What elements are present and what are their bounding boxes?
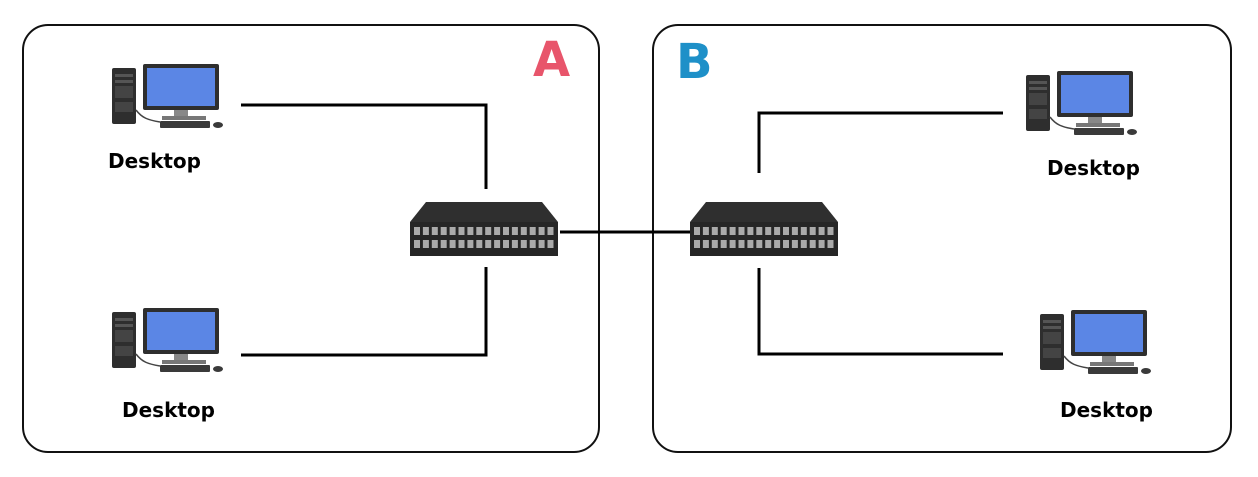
switch-port bbox=[520, 227, 527, 235]
switch-port bbox=[458, 227, 465, 235]
switch-port bbox=[503, 240, 509, 248]
switch-port bbox=[783, 240, 789, 248]
switch-port bbox=[729, 227, 736, 235]
switch-port bbox=[422, 227, 429, 235]
switch-port bbox=[431, 240, 438, 248]
switch-port bbox=[458, 240, 465, 248]
switch-port bbox=[440, 227, 447, 235]
link-a-bottom bbox=[241, 267, 488, 357]
switch-port bbox=[800, 227, 807, 235]
switch-port bbox=[694, 227, 700, 235]
switch-port bbox=[791, 240, 798, 248]
switch-port bbox=[494, 227, 501, 235]
switch-port bbox=[538, 227, 545, 235]
switch-port bbox=[440, 240, 447, 248]
switch-port bbox=[449, 227, 456, 235]
switch-port bbox=[729, 240, 736, 248]
switch-port bbox=[809, 240, 816, 248]
switch-port bbox=[494, 240, 501, 248]
desktop-computer-icon bbox=[1040, 310, 1151, 374]
switch-port bbox=[783, 227, 789, 235]
switch-port bbox=[774, 227, 781, 235]
switch-port bbox=[520, 240, 527, 248]
switch-port bbox=[747, 227, 754, 235]
switch-port bbox=[818, 240, 825, 248]
switch-port bbox=[720, 227, 727, 235]
network-switch-icon bbox=[690, 202, 838, 256]
switch-port bbox=[756, 240, 763, 248]
switch-port bbox=[774, 240, 781, 248]
switch-port bbox=[476, 240, 483, 248]
zone-b-label: B bbox=[676, 34, 713, 90]
switch-port bbox=[511, 240, 518, 248]
switch-port bbox=[809, 227, 816, 235]
switch-port bbox=[747, 240, 754, 248]
switch-port bbox=[476, 227, 483, 235]
switch-port bbox=[485, 227, 492, 235]
switch-port bbox=[529, 227, 536, 235]
switch-port bbox=[449, 240, 456, 248]
switch-port bbox=[414, 227, 420, 235]
link-b-bottom bbox=[757, 268, 1003, 356]
desktop-computer-icon bbox=[112, 308, 223, 372]
zone-a-label: A bbox=[533, 32, 571, 88]
switch-port bbox=[503, 227, 509, 235]
switch-port bbox=[738, 227, 745, 235]
switch-port bbox=[702, 227, 709, 235]
switch-port bbox=[414, 240, 420, 248]
desktop-label: Desktop bbox=[1047, 156, 1140, 180]
desktop-label: Desktop bbox=[122, 398, 215, 422]
switch-port bbox=[756, 227, 763, 235]
desktop-label: Desktop bbox=[1060, 398, 1153, 422]
switch-port bbox=[511, 227, 518, 235]
switch-port bbox=[827, 227, 834, 235]
switch-port bbox=[800, 240, 807, 248]
switch-port bbox=[467, 227, 474, 235]
switch-port bbox=[422, 240, 429, 248]
switch-port bbox=[547, 227, 554, 235]
switch-port bbox=[720, 240, 727, 248]
switch-port bbox=[529, 240, 536, 248]
switch-port bbox=[431, 227, 438, 235]
switch-port bbox=[765, 227, 772, 235]
switch-port bbox=[702, 240, 709, 248]
network-switch-icon bbox=[410, 202, 558, 256]
desktop-computer-icon bbox=[112, 64, 223, 128]
link-a-top bbox=[241, 103, 488, 189]
switch-port bbox=[738, 240, 745, 248]
switch-port bbox=[791, 227, 798, 235]
switch-port bbox=[538, 240, 545, 248]
switch-port bbox=[827, 240, 834, 248]
switch-port bbox=[485, 240, 492, 248]
switch-port bbox=[467, 240, 474, 248]
switch-port bbox=[547, 240, 554, 248]
desktop-computer-icon bbox=[1026, 71, 1137, 135]
desktop-label: Desktop bbox=[108, 149, 201, 173]
switch-port bbox=[711, 240, 718, 248]
switch-port bbox=[818, 227, 825, 235]
link-b-top bbox=[757, 111, 1003, 173]
switch-port bbox=[694, 240, 700, 248]
switch-port bbox=[711, 227, 718, 235]
switch-port bbox=[765, 240, 772, 248]
